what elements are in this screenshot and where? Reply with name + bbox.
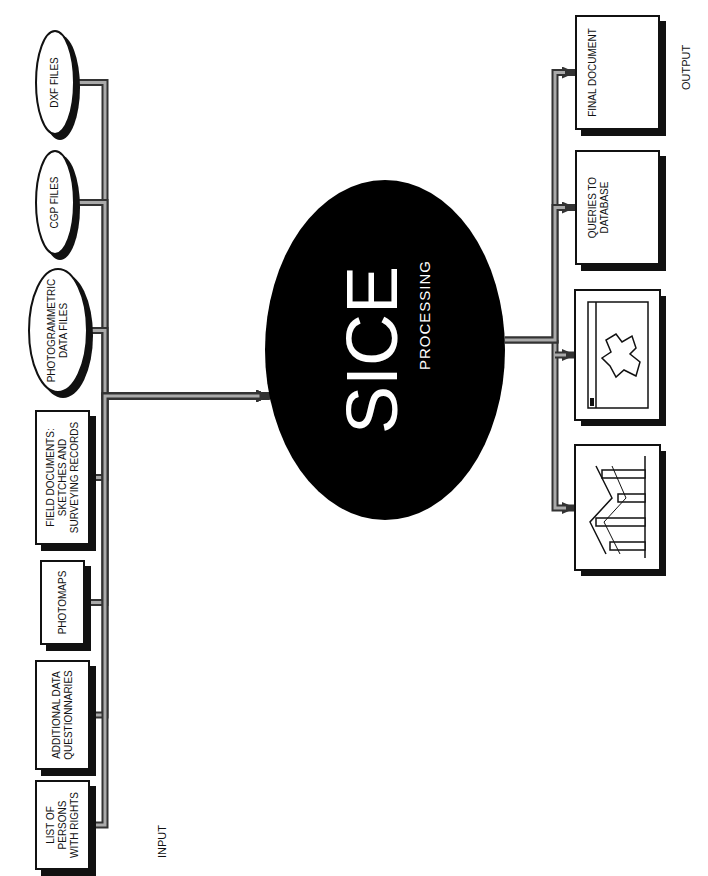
flow-connector (85, 396, 269, 603)
node-label: QUERIES TO DATABASE (587, 158, 611, 257)
node-text-group: LIST OF PERSONS WITH RIGHTS (45, 787, 81, 863)
flow-connector (75, 203, 269, 397)
processing-circle: SICE PROCESSING (265, 180, 505, 520)
system-name: SICE (336, 260, 408, 440)
input-file: DXF FILES (35, 30, 75, 135)
system-subtitle: PROCESSING (416, 260, 434, 370)
node-label: FINAL DOCUMENT (587, 23, 599, 122)
output-document: QUERIES TO DATABASE (575, 150, 660, 265)
output-branch (555, 340, 575, 508)
node-label: PHOTOGRAMMETRIC DATA FILES (46, 279, 70, 383)
flow-connector (90, 396, 269, 478)
output-document: FINAL DOCUMENT (575, 15, 660, 130)
node-text-group: CGP FILES (49, 176, 61, 228)
node-text-group: PHOTOGRAMMETRIC DATA FILES (46, 279, 70, 383)
node-text-group: PHOTOMAPS (57, 571, 69, 635)
flow-connector (505, 208, 575, 341)
output-label: OUTPUT (680, 45, 692, 90)
node-text-group: DXF FILES (49, 57, 61, 108)
input-document: LIST OF PERSONS WITH RIGHTS (35, 780, 90, 870)
chart-output-box (575, 445, 666, 576)
input-document: FIELD DOCUMENTS: SKETCHES AND SURVEYING … (35, 410, 90, 545)
node-text-group: FIELD DOCUMENTS: SKETCHES AND SURVEYING … (45, 417, 81, 538)
flow-connector (90, 396, 269, 825)
node-label: FIELD DOCUMENTS: SKETCHES AND SURVEYING … (45, 417, 81, 538)
map-output-box (575, 290, 666, 426)
input-file: CGP FILES (35, 150, 75, 255)
input-document: ADDITIONAL DATA QUESTIONNARIES (35, 660, 90, 770)
flow-connector (90, 396, 269, 715)
input-document: PHOTOMAPS (40, 560, 85, 645)
flow-connector (75, 83, 269, 397)
node-label: LIST OF PERSONS WITH RIGHTS (45, 787, 81, 863)
flow-connector (505, 73, 575, 341)
node-text-group: QUERIES TO DATABASE (587, 158, 611, 257)
node-text-group: ADDITIONAL DATA QUESTIONNARIES (51, 667, 75, 763)
input-label: INPUT (156, 825, 168, 858)
flow-connector (88, 331, 269, 397)
node-label: DXF FILES (49, 57, 61, 108)
node-text-group: SICE PROCESSING (336, 260, 434, 440)
node-label: ADDITIONAL DATA QUESTIONNARIES (51, 667, 75, 763)
node-label: CGP FILES (49, 176, 61, 228)
node-label: PHOTOMAPS (57, 571, 69, 635)
node-text-group: FINAL DOCUMENT (587, 23, 599, 122)
input-file: PHOTOGRAMMETRIC DATA FILES (28, 268, 88, 393)
